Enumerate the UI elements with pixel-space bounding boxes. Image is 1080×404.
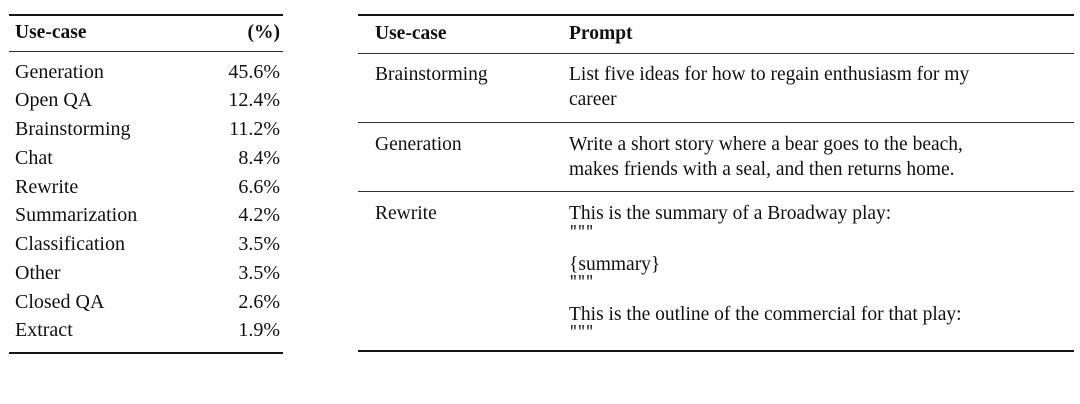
cell-use-case: Brainstorming: [375, 64, 488, 85]
table-row: Other 3.5%: [9, 259, 283, 288]
table-row: Generation 45.6%: [9, 51, 283, 87]
use-case-prompt-examples-table: Use-case Prompt Brainstorming List five i…: [358, 14, 1074, 352]
column-header-prompt: Prompt: [569, 23, 633, 44]
table-row: Open QA 12.4%: [9, 86, 283, 115]
cell-use-case: Summarization: [15, 204, 138, 227]
cell-percent: 11.2%: [229, 118, 280, 141]
cell-use-case: Rewrite: [375, 203, 437, 225]
column-header-use-case: Use-case: [15, 22, 87, 43]
prompt-line: This is the outline of the commercial fo…: [569, 303, 962, 325]
cell-use-case: Open QA: [15, 89, 93, 112]
cell-use-case: Generation: [15, 60, 104, 83]
table-toprule: [9, 14, 283, 16]
prompt-examples-table: Use-case Prompt Brainstorming List five i…: [358, 16, 1074, 350]
table-midrule: [358, 53, 1074, 54]
table-row: Closed QA 2.6%: [9, 287, 283, 316]
cell-percent: 2.6%: [238, 290, 280, 313]
prompt-line: Write a short story where a bear goes to…: [569, 133, 963, 155]
table-row: Rewrite This is the summary of a Broadway…: [358, 192, 1074, 349]
row-separator: [358, 191, 1074, 193]
cell-use-case: Generation: [375, 133, 462, 155]
cell-percent: 3.5%: [238, 233, 280, 256]
column-header-use-case: Use-case: [375, 23, 447, 44]
header-row: Use-case Prompt: [358, 16, 1074, 53]
prompt-line: """: [569, 324, 594, 341]
header-row: Use-case (%): [9, 16, 283, 51]
prompt-line: makes friends with a seal, and then retu…: [569, 159, 955, 181]
table-bottomrule: [358, 349, 1074, 352]
prompt-line: List five ideas for how to regain enthus…: [569, 64, 970, 85]
table-toprule: [358, 14, 1074, 16]
row-separator-rule: [358, 191, 1074, 193]
table-row: Brainstorming List five ideas for how to …: [358, 53, 1074, 122]
prompt-line: """: [569, 224, 594, 241]
cell-use-case: Closed QA: [15, 290, 105, 313]
cell-percent: 45.6%: [228, 60, 280, 83]
column-header-percent: (%): [247, 22, 281, 43]
table-header: Use-case (%): [9, 16, 283, 51]
prompt-line: career: [569, 89, 617, 111]
table-row: Rewrite 6.6%: [9, 172, 283, 201]
table-body: Brainstorming List five ideas for how to …: [358, 53, 1074, 350]
cell-prompt: This is the summary of a Broadway play:"…: [555, 192, 1074, 349]
cell-percent: 4.2%: [238, 204, 280, 227]
table-midrule: [358, 121, 1074, 123]
table-midrule: [358, 191, 1074, 193]
table-header: Use-case Prompt: [358, 16, 1074, 53]
prompt-line: {summary}: [569, 253, 661, 275]
cell-use-case: Other: [15, 261, 61, 284]
cell-use-case: Brainstorming: [15, 118, 131, 141]
table-row: Extract 1.9%: [9, 316, 283, 352]
row-separator-rule: [358, 121, 1074, 123]
cell-use-case: Rewrite: [15, 175, 79, 198]
prompt-line: """: [569, 274, 594, 291]
cell-use-case: Classification: [15, 233, 125, 256]
cell-percent: 1.9%: [238, 319, 280, 342]
row-separator: [358, 121, 1074, 123]
cell-percent: 8.4%: [238, 146, 280, 169]
cell-percent: 6.6%: [238, 175, 280, 198]
table-row: Classification 3.5%: [9, 230, 283, 259]
prompt-line: This is the summary of a Broadway play:: [569, 203, 892, 225]
cell-use-case: Extract: [15, 319, 73, 342]
cell-use-case: Chat: [15, 146, 53, 169]
cell-prompt: List five ideas for how to regain enthus…: [555, 53, 1074, 122]
use-case-distribution-table: Use-case (%) Generation 45.6% Open QA 12.4%…: [9, 14, 283, 354]
cell-prompt: Write a short story where a bear goes to…: [555, 123, 1074, 192]
distribution-table: Use-case (%) Generation 45.6% Open QA 12.4%…: [9, 16, 283, 352]
table-bottomrule: [9, 351, 283, 354]
table-row: Chat 8.4%: [9, 144, 283, 173]
table-row: Summarization 4.2%: [9, 201, 283, 230]
cell-percent: 3.5%: [238, 261, 280, 284]
table-row: Brainstorming 11.2%: [9, 115, 283, 144]
table-body: Generation 45.6% Open QA 12.4% Brainstorming…: [9, 51, 283, 352]
cell-percent: 12.4%: [228, 89, 280, 112]
table-row: Generation Write a short story where a be…: [358, 123, 1074, 192]
table-midrule: [9, 50, 283, 52]
